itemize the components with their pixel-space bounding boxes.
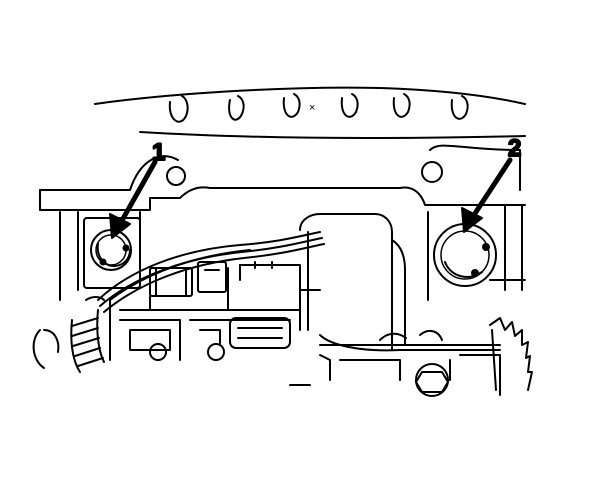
callout-label-1: 1 xyxy=(152,139,165,166)
x-mark: × xyxy=(309,102,315,114)
mounting-plate xyxy=(39,144,526,301)
callout-arrow-1 xyxy=(109,159,158,239)
upper-housing: × xyxy=(94,86,526,140)
serrated-edge xyxy=(489,317,533,391)
callout-label-2: 2 xyxy=(508,135,521,162)
left-boss xyxy=(32,329,60,369)
plate-hole-left xyxy=(166,166,186,186)
valve-body xyxy=(109,289,501,397)
housing-notches xyxy=(168,93,469,123)
callout-arrow-2 xyxy=(461,157,513,233)
wiring-harness xyxy=(70,231,325,373)
right-accumulator xyxy=(433,223,497,287)
solenoid-body xyxy=(227,213,406,351)
valve-body-bolt xyxy=(415,363,449,397)
plate-hole-right xyxy=(421,161,443,183)
